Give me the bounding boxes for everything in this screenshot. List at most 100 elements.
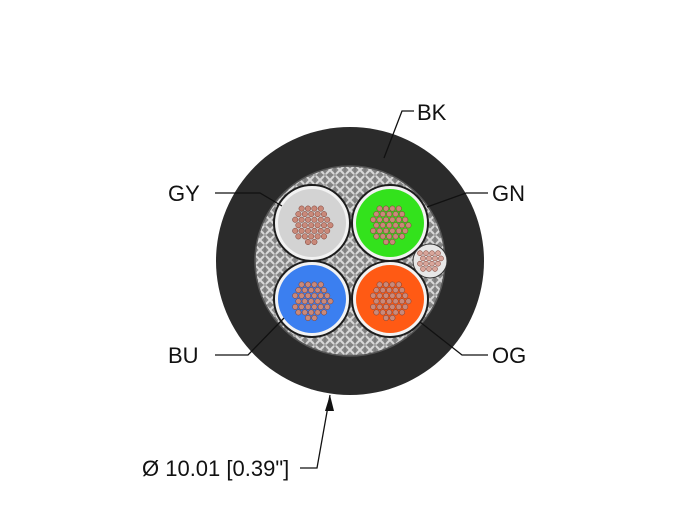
copper-strand [305,216,311,223]
copper-strand [383,239,389,245]
copper-strand [392,211,399,218]
copper-strand [311,227,318,234]
copper-strand [386,298,393,305]
copper-strand [383,205,389,212]
core-green [351,184,429,262]
copper-strand [429,250,435,257]
copper-strand [327,222,334,229]
copper-strand [426,266,432,272]
drain-wire [412,243,448,279]
copper-strand [317,205,324,212]
copper-strand [395,292,402,299]
copper-strand [376,227,383,234]
copper-strand [395,303,402,310]
copper-strand [376,292,383,299]
copper-strand [392,298,399,305]
copper-strand [311,216,318,223]
copper-strand [376,205,383,212]
copper-strand [308,211,315,218]
copper-strand [376,303,383,310]
copper-strand [392,233,399,240]
copper-strand [295,222,302,229]
copper-strand [373,211,380,218]
copper-strand [383,227,389,234]
copper-strand [308,298,315,305]
copper-strand [321,309,327,316]
label-og: OG [492,343,526,368]
copper-strand [402,292,409,299]
copper-strand [317,281,324,288]
copper-strand [314,211,321,218]
copper-strand [370,292,377,299]
copper-strand [432,255,438,262]
copper-strand [308,309,315,316]
copper-strand [399,287,405,294]
label-gy: GY [168,181,200,206]
copper-strand [389,292,396,299]
copper-strand [305,239,311,245]
copper-strand [298,281,305,288]
copper-strand [399,211,405,218]
copper-strand [392,309,399,316]
copper-strand [311,239,318,245]
copper-strand [295,287,302,294]
copper-strand [420,266,426,272]
copper-strand [298,292,305,299]
copper-strand [379,298,386,305]
copper-strand [373,222,380,229]
copper-strand [292,292,299,299]
copper-strand [327,298,334,305]
copper-strand [305,315,311,321]
copper-strand [298,303,305,310]
copper-strand [308,287,315,294]
copper-strand [324,216,331,223]
copper-strand [321,211,327,218]
dimension-leader [300,394,331,469]
copper-strand [383,303,389,310]
copper-strand [438,255,444,262]
copper-strand [379,211,386,218]
copper-strand [305,303,311,310]
copper-strand [405,298,412,305]
copper-strand [373,287,380,294]
copper-strand [379,309,386,316]
copper-strand [321,233,327,240]
copper-strand [298,216,305,223]
copper-strand [314,309,321,316]
copper-strand [417,260,423,267]
copper-strand [317,292,324,299]
copper-strand [383,292,389,299]
copper-strand [379,222,386,229]
copper-strand [402,227,409,234]
copper-strand [295,233,302,240]
copper-strand [321,222,327,229]
copper-strand [298,227,305,234]
copper-strand [321,298,327,305]
copper-strand [426,255,432,262]
leader-bu [215,317,285,356]
copper-strand [370,303,377,310]
copper-strand [292,216,299,223]
copper-strand [292,227,299,234]
copper-strand [373,298,380,305]
dimension-arrow-icon [325,395,334,411]
copper-strand [317,227,324,234]
copper-strand [405,222,412,229]
copper-strand [314,233,321,240]
leader-og [419,321,488,356]
copper-strand [423,260,429,267]
copper-strand [402,303,409,310]
copper-strand [432,266,438,272]
copper-strand [305,205,311,212]
copper-strand [370,216,377,223]
copper-strand [311,303,318,310]
copper-strand [295,211,302,218]
copper-strand [395,216,402,223]
copper-strand [383,216,389,223]
copper-strand [389,281,396,288]
copper-strand [292,303,299,310]
copper-strand [311,205,318,212]
copper-strand [429,260,435,267]
